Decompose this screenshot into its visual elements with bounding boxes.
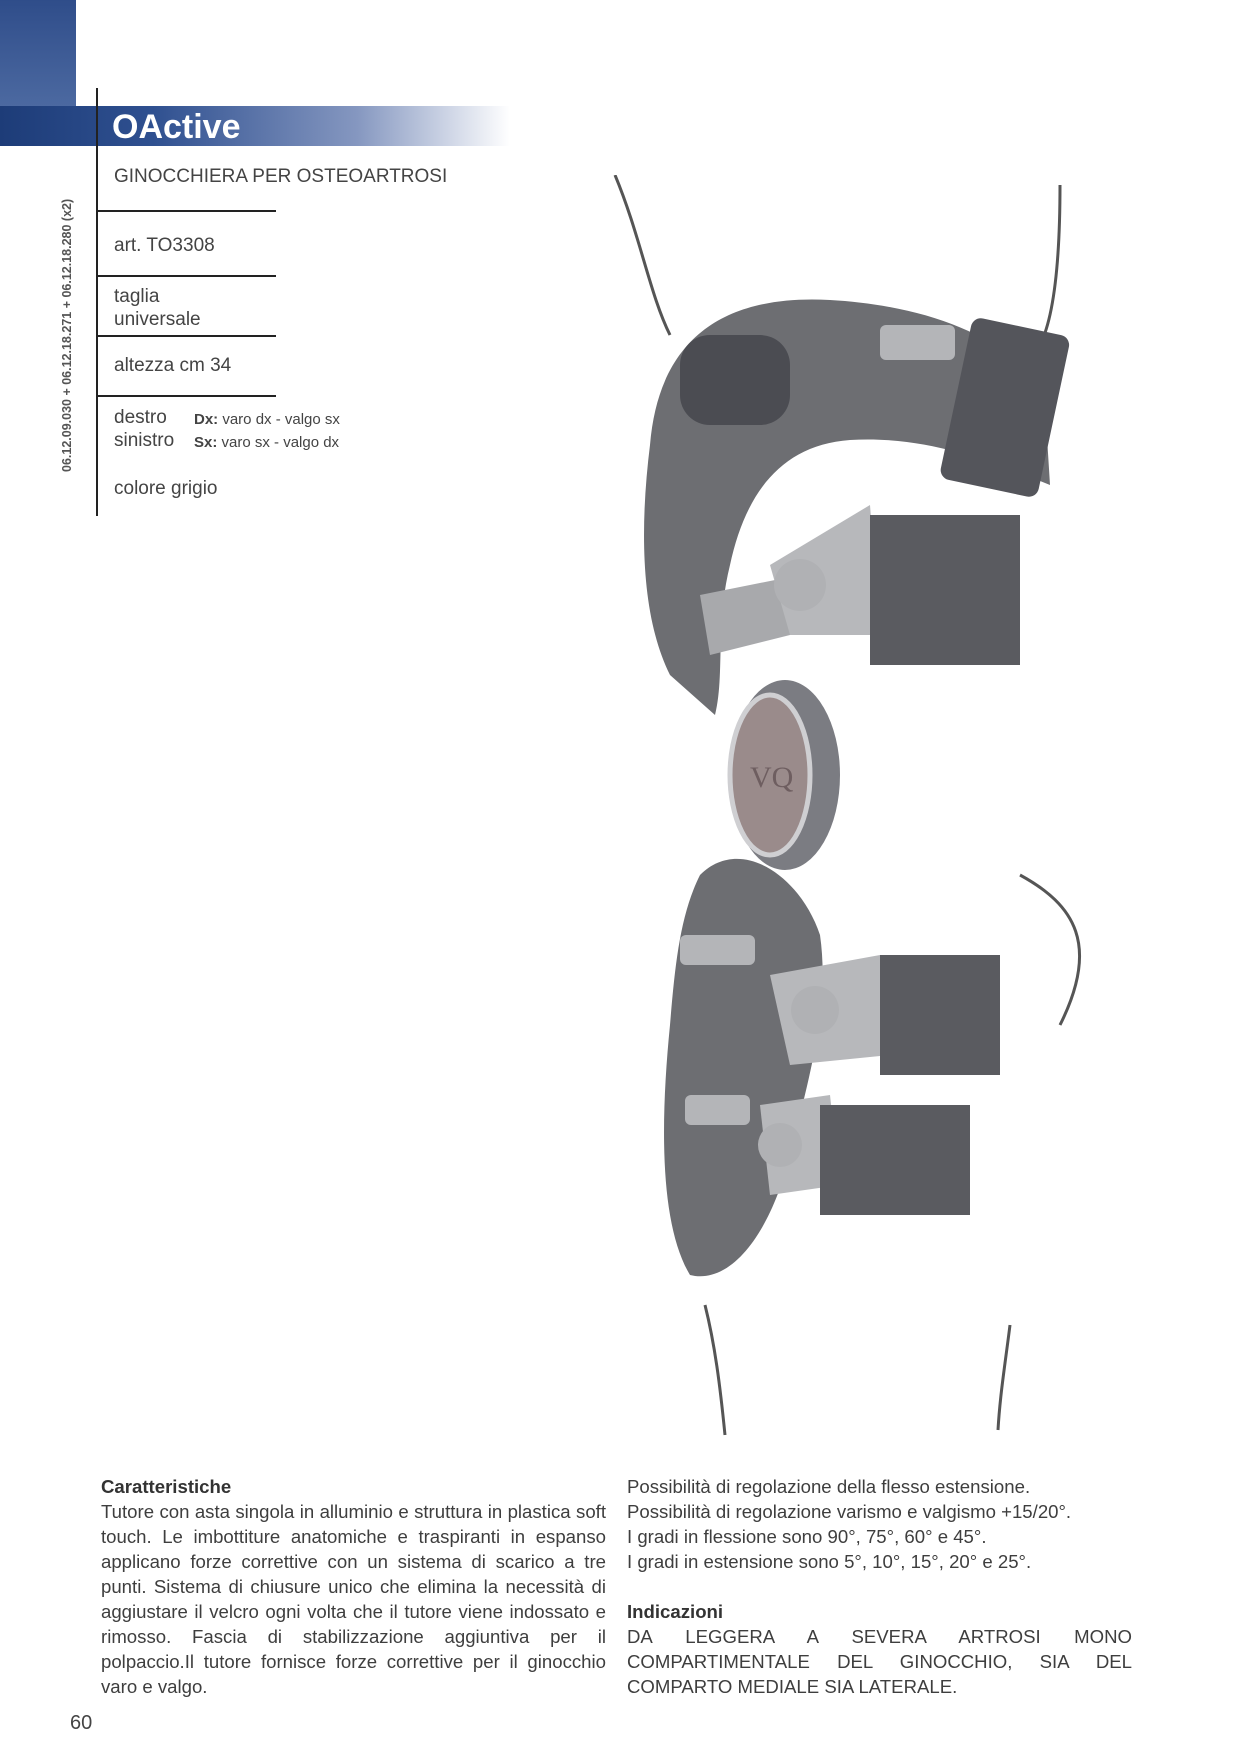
adjustment-line: Possibilità di regolazione della flesso …	[627, 1476, 1031, 1497]
left-side-label: sinistro	[114, 430, 175, 451]
spec-divider	[96, 210, 276, 212]
buckle	[685, 1095, 750, 1125]
adjustments-section: Possibilità di regolazione della flesso …	[627, 1474, 1132, 1699]
spec-divider	[96, 395, 276, 397]
rivet	[791, 986, 839, 1034]
adjustment-line: I gradi in estensione sono 5°, 10°, 15°,…	[627, 1551, 1032, 1572]
hinge-cap	[727, 692, 813, 858]
adjustment-line: Possibilità di regolazione varismo e val…	[627, 1501, 1072, 1522]
title-bar	[0, 106, 510, 146]
leg-outline	[996, 1324, 1012, 1431]
rivet	[758, 1123, 802, 1167]
dx-note: Dx: varo dx - valgo sx	[194, 411, 340, 428]
knee-brace-image: VQ	[613, 175, 1082, 1436]
color-spec: colore grigio	[114, 478, 218, 499]
spec-divider	[96, 275, 276, 277]
adjustment-line: I gradi in flessione sono 90°, 75°, 60° …	[627, 1526, 987, 1547]
upper-strap	[940, 318, 1070, 497]
page-title: OActive	[112, 108, 241, 146]
sx-key: Sx:	[194, 434, 218, 451]
size-line-1: taglia	[114, 286, 160, 307]
leg-outline	[703, 1304, 727, 1436]
side-codes: 06.12.09.030 + 06.12.18.271 + 06.12.18.2…	[60, 198, 74, 472]
buckle	[680, 935, 755, 965]
page-number: 60	[70, 1712, 93, 1734]
leg-outline	[613, 175, 672, 336]
right-side-label: destro	[114, 407, 167, 428]
spec-divider	[96, 335, 276, 337]
side-labels: destro sinistro	[114, 406, 174, 452]
buckle	[880, 325, 955, 360]
size-line-2: universale	[114, 309, 201, 330]
indications-body: DA LEGGERA A SEVERA ARTROSI MONO COMPART…	[627, 1626, 1132, 1697]
upper-cuff-window	[680, 335, 790, 425]
leg-outline	[1019, 873, 1082, 1026]
features-section: Caratteristiche Tutore con asta singola …	[101, 1474, 606, 1699]
hinge-logo: VQ	[750, 761, 794, 794]
height-spec: altezza cm 34	[114, 355, 232, 376]
leg-outline	[1038, 184, 1062, 346]
rivet	[774, 559, 826, 611]
article-number: art. TO3308	[114, 235, 215, 256]
lower-cuff	[664, 858, 823, 1277]
sx-value: varo sx - valgo dx	[221, 434, 340, 451]
indications-heading: Indicazioni	[627, 1601, 724, 1622]
dx-key: Dx:	[194, 411, 219, 428]
hinge-mount	[700, 575, 800, 655]
dx-value: varo dx - valgo sx	[222, 411, 340, 428]
size-label: taglia universale	[114, 285, 201, 331]
features-body: Tutore con asta singola in alluminio e s…	[101, 1501, 606, 1697]
calf-strap	[820, 1105, 970, 1215]
product-subtitle: GINOCCHIERA PER OSTEOARTROSI	[114, 166, 448, 187]
spec-vertical-rule	[96, 88, 98, 516]
thigh-strap	[870, 515, 1020, 665]
features-heading: Caratteristiche	[101, 1476, 232, 1497]
sx-note: Sx: varo sx - valgo dx	[194, 434, 339, 451]
shin-strap	[880, 955, 1000, 1075]
